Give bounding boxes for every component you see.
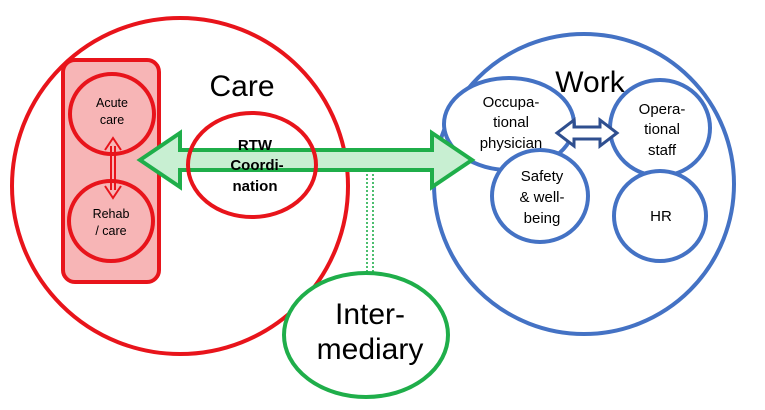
hr-circle: [612, 169, 708, 263]
occupational-physician-label-3: physician: [480, 135, 543, 152]
rtw-coordination-label-2: Coordi-: [230, 157, 283, 174]
rtw-coordination-label-1: RTW: [238, 137, 273, 154]
occupational-physician-label-1: Occupa-: [483, 94, 540, 111]
acute-care-label-2: care: [100, 113, 124, 127]
vertical-double-arrow-icon: [104, 136, 122, 200]
work-title: Work: [555, 66, 625, 99]
operational-staff-label-2: tional: [644, 121, 680, 138]
safety-wellbeing-label-3: being: [524, 210, 561, 227]
operational-staff-label-1: Opera-: [639, 101, 686, 118]
occupational-physician-label-2: tional: [493, 114, 529, 131]
care-title: Care: [209, 70, 274, 103]
operational-staff-label-3: staff: [648, 142, 677, 159]
rtw-coordination-label-3: nation: [233, 178, 278, 195]
horizontal-double-arrow-icon: [554, 116, 620, 150]
acute-care-label-1: Acute: [96, 96, 128, 110]
rehab-care-label-1: Rehab: [93, 207, 130, 221]
care-circle: [10, 16, 350, 356]
intermediary-label-1: Inter-: [335, 298, 405, 331]
hr-label: HR: [650, 208, 672, 225]
double-arrow-icon: [136, 129, 476, 191]
intermediary-circle: [282, 271, 450, 399]
rehab-care-label-2: / care: [95, 224, 126, 238]
rtw-coordination-circle: [186, 111, 318, 219]
safety-wellbeing-label-2: & well-: [519, 189, 564, 206]
intermediary-label-2: mediary: [317, 333, 424, 366]
safety-wellbeing-label-1: Safety: [521, 168, 564, 185]
safety-wellbeing-circle: [490, 148, 590, 244]
dotted-connector-icon: [366, 174, 374, 272]
